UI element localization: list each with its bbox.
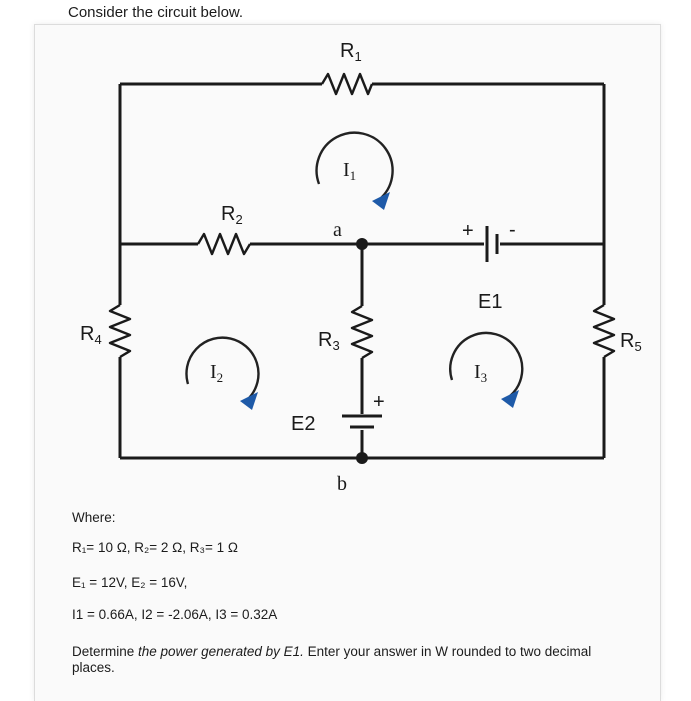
resistor-r3 [350, 304, 374, 360]
label-r4: R4 [80, 323, 102, 347]
loop-i1-arrowhead [372, 192, 390, 210]
label-r3: R3 [318, 329, 340, 353]
loop-i3-arrowhead [501, 390, 519, 408]
loop-i2-arrowhead [240, 392, 258, 410]
node-b-dot [356, 452, 368, 464]
loop-i3-arc [449, 331, 524, 397]
question-text: Determine the power generated by E1. Ent… [72, 644, 592, 675]
resistor-r4 [108, 303, 132, 359]
resistor-r5 [592, 303, 616, 359]
loop-i2-arc [185, 336, 260, 399]
resistor-r2 [196, 232, 252, 256]
intro-text: Consider the circuit below. [68, 4, 244, 21]
e2-plus-sign: + [373, 391, 385, 413]
where-label: Where: [72, 510, 116, 525]
label-r2: R2 [221, 203, 243, 227]
label-i1: I1 [343, 159, 356, 183]
label-r5: R5 [620, 330, 642, 354]
e1-minus-sign: - [509, 219, 516, 241]
label-e2: E2 [291, 413, 315, 435]
resistor-r1 [320, 72, 374, 96]
given-sources: E₁ = 12V, E₂ = 16V, [72, 575, 188, 590]
label-node-b: b [337, 473, 347, 495]
label-e1: E1 [478, 291, 502, 313]
label-i3: I3 [474, 361, 487, 385]
label-r1: R1 [340, 40, 362, 64]
paper-sheet [34, 24, 661, 701]
loop-i1-arc [315, 131, 394, 199]
e1-plus-sign: + [462, 220, 474, 242]
label-i2: I2 [210, 361, 223, 385]
given-currents: I1 = 0.66A, I2 = -2.06A, I3 = 0.32A [72, 607, 278, 622]
given-resistors: R₁= 10 Ω, R₂= 2 Ω, R₃= 1 Ω [72, 540, 239, 555]
label-node-a: a [333, 219, 342, 241]
node-a-dot [356, 238, 368, 250]
